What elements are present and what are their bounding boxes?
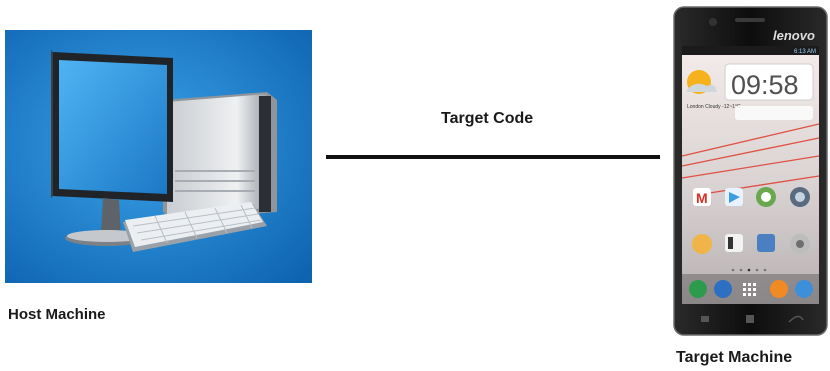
target-machine-label: Target Machine: [676, 349, 793, 366]
phone-app-grid: M: [692, 187, 810, 272]
host-machine-label: Host Machine: [8, 306, 106, 323]
phone-clock-text: 09:58: [731, 70, 799, 100]
host-machine-image: [5, 30, 312, 283]
connection-line: [326, 155, 660, 159]
svg-text:M: M: [696, 190, 708, 206]
phone-brand-text: lenovo: [773, 28, 815, 43]
smartphone-icon: lenovo 6:13 AM London Cloudy -12~1°C 09:…: [673, 6, 828, 336]
link-label: Target Code: [441, 110, 534, 127]
phone-status-time: 6:13 AM: [794, 49, 816, 55]
desktop-computer-icon: [5, 30, 312, 283]
target-machine-image: lenovo 6:13 AM London Cloudy -12~1°C 09:…: [673, 6, 828, 336]
phone-weather-text: London Cloudy -12~1°C: [687, 104, 741, 110]
